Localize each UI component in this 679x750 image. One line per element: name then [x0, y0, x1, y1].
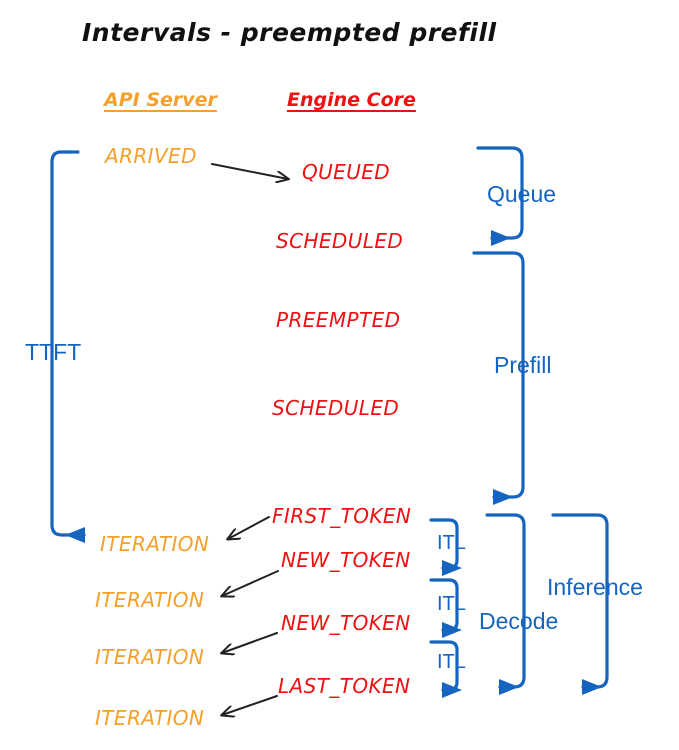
column-header-engine-core: Engine Core	[287, 89, 416, 111]
page-title: Intervals - preempted prefill	[82, 18, 497, 47]
interval-label-itl-2: ITL	[437, 593, 466, 615]
arrow-new-token-to-iteration-2	[222, 632, 278, 653]
interval-label-ttft: TTFT	[25, 339, 82, 365]
interval-label-itl-3: ITL	[437, 651, 466, 673]
prefill-bracket	[472, 251, 525, 505]
ttft-bracket	[50, 150, 86, 543]
engine-event-new-token-1: NEW_TOKEN	[281, 548, 411, 572]
api-event-arrived: ARRIVED	[105, 144, 197, 168]
interval-label-prefill: Prefill	[494, 352, 552, 378]
engine-event-first-token: FIRST_TOKEN	[272, 504, 412, 528]
arrow-last-token-to-iteration	[222, 695, 278, 715]
engine-event-preempted: PREEMPTED	[276, 308, 401, 332]
api-event-iteration-2: ITERATION	[95, 588, 205, 612]
engine-event-scheduled-2: SCHEDULED	[272, 396, 400, 420]
itl-bracket-3	[429, 640, 462, 698]
engine-event-queued: QUEUED	[302, 160, 391, 184]
inference-bracket	[551, 513, 609, 695]
column-header-api-server: API Server	[104, 89, 217, 111]
engine-event-scheduled-1: SCHEDULED	[276, 229, 404, 253]
api-event-iteration-4: ITERATION	[95, 706, 205, 730]
decode-bracket	[485, 513, 526, 695]
itl-bracket-2	[429, 578, 462, 638]
engine-event-last-token: LAST_TOKEN	[278, 674, 411, 698]
engine-event-new-token-2: NEW_TOKEN	[281, 611, 411, 635]
itl-bracket-1	[429, 518, 462, 576]
interval-label-itl-1: ITL	[437, 532, 466, 554]
arrow-first-token-to-iteration	[228, 516, 270, 539]
queue-bracket	[476, 146, 524, 246]
api-event-iteration-3: ITERATION	[95, 645, 205, 669]
interval-label-decode: Decode	[479, 608, 559, 634]
interval-label-inference: Inference	[547, 574, 643, 600]
api-event-iteration-1: ITERATION	[100, 532, 210, 556]
arrow-arrived-to-queued	[211, 163, 288, 179]
interval-label-queue: Queue	[487, 181, 557, 207]
arrow-new-token-to-iteration-1	[222, 570, 279, 596]
